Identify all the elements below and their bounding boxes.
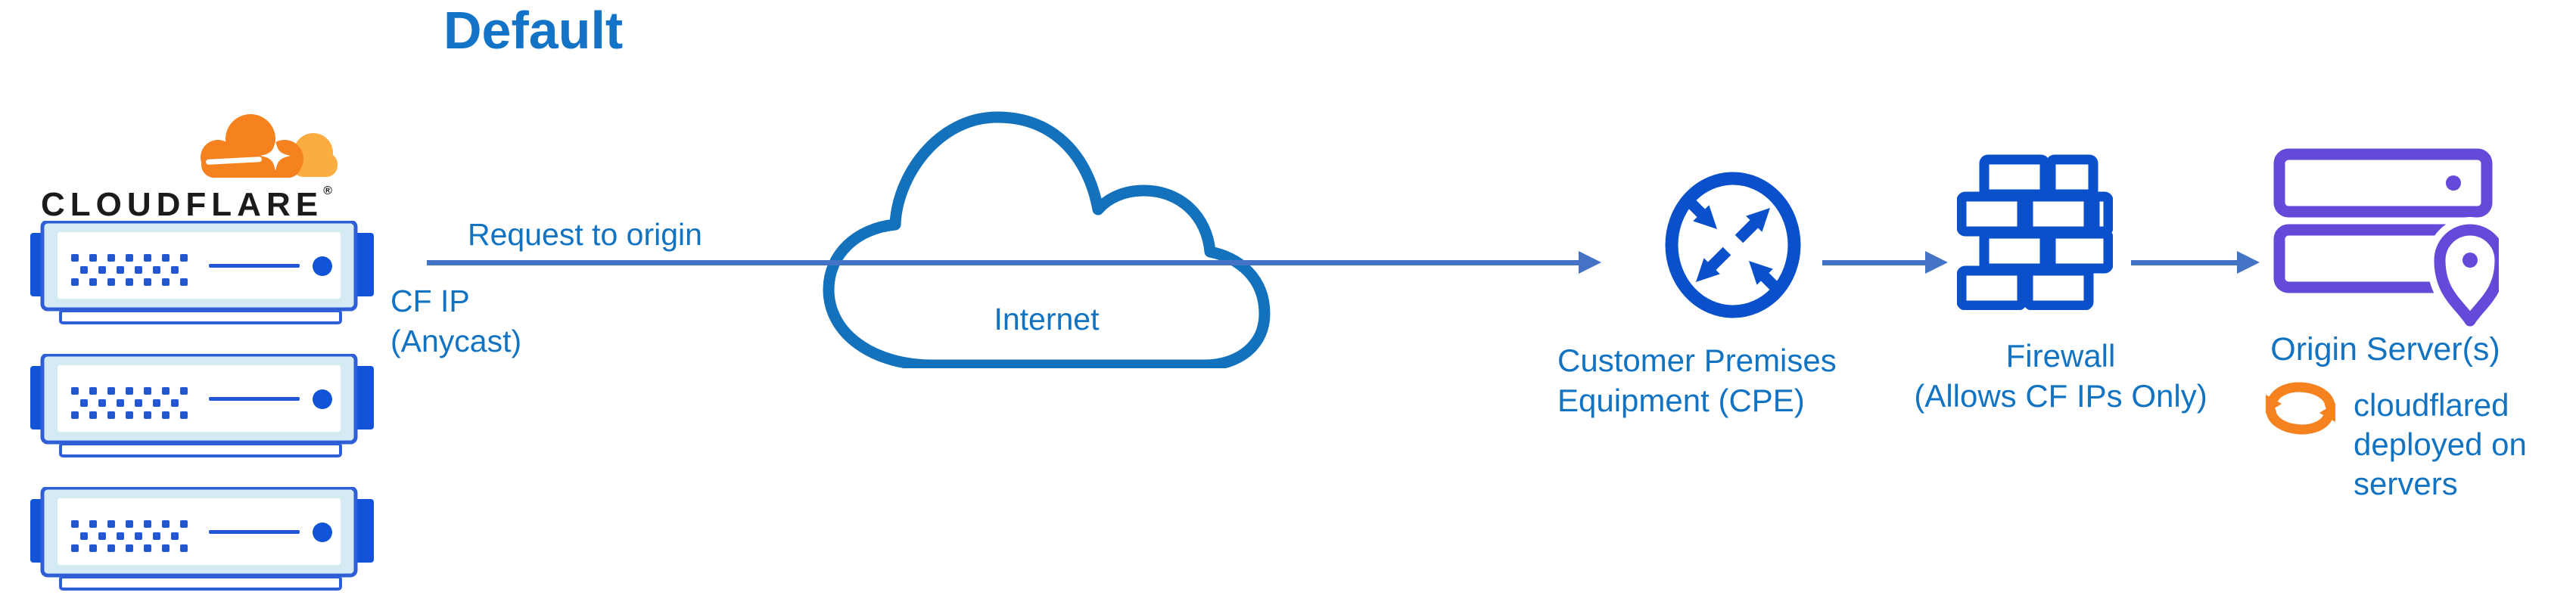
origin-servers-icon [2273,148,2499,328]
firewall-icon [1957,154,2113,310]
arrow-head-icon [2237,251,2260,274]
edge-server-icon [27,354,377,460]
cloudflared-note: cloudflared deployed on servers [2354,387,2527,501]
arrow-right-icon [2131,260,2237,265]
page-title: Default [443,1,624,60]
arrow-head-icon [1579,251,1601,274]
arrow-right-icon [1822,260,1925,265]
internet-label: Internet [994,302,1100,336]
request-to-origin-label: Request to origin [468,217,702,252]
internet-cloud-icon [823,111,1271,368]
arrow-head-icon [1925,251,1948,274]
sync-icon [2257,375,2344,442]
edge-server-icon [27,487,377,593]
edge-server-icon [27,221,377,327]
registered-mark: ® [323,185,332,197]
cloudflare-wordmark: CLOUDFLARE® [41,185,332,223]
firewall-label: Firewall (Allows CF IPs Only) [1914,338,2207,414]
cloudflare-logo-icon [201,114,338,178]
location-pin-icon [2427,217,2499,328]
cpe-router-icon [1665,172,1801,318]
cpe-label: Customer Premises Equipment (CPE) [1557,343,1837,418]
cf-ip-anycast-label: CF IP (Anycast) [390,284,522,358]
arrow-right-icon [427,260,1579,265]
origin-servers-label: Origin Server(s) [2270,331,2500,367]
